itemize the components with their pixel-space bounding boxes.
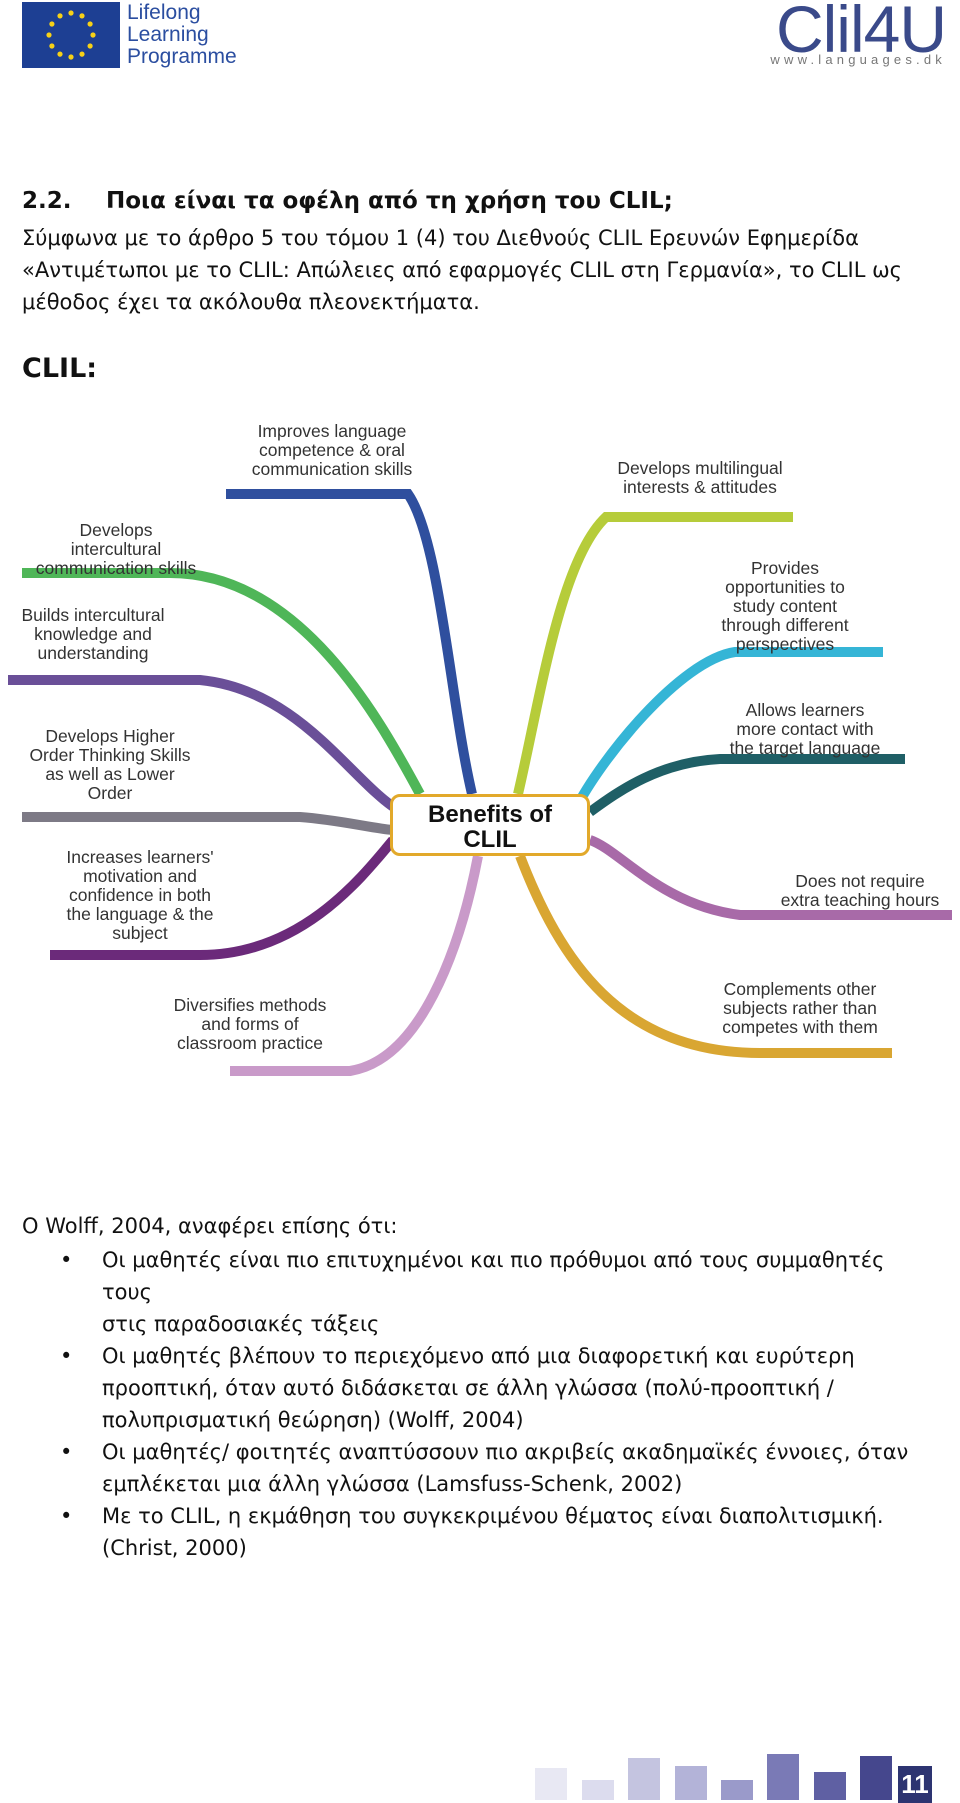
- footer-decor-square: [675, 1766, 707, 1800]
- mindmap-branch-label: Develops Higher Order Thinking Skills as…: [29, 726, 191, 803]
- star-icon: [57, 51, 63, 57]
- mindmap-branch-label: Builds intercultural knowledge and under…: [21, 605, 165, 663]
- star-icon: [79, 13, 85, 19]
- mindmap-branch-label: Provides opportunities to study content …: [721, 558, 849, 654]
- bullet-icon: •: [60, 1440, 73, 1464]
- footer-decor-square: [814, 1772, 846, 1800]
- bullet-icon: •: [60, 1344, 73, 1368]
- wolff-list: • Οι μαθητές είναι πιο επιτυχημένοι και …: [60, 1244, 940, 1564]
- footer-decor-square: [767, 1754, 799, 1800]
- list-item: • Οι μαθητές/ φοιτητές αναπτύσσουν πιο α…: [60, 1436, 940, 1500]
- mindmap-branch-line: [587, 754, 905, 817]
- mindmap-center: Benefits of CLIL: [390, 794, 590, 856]
- clil-label: CLIL:: [22, 353, 98, 384]
- list-item: • Οι μαθητές είναι πιο επιτυχημένοι και …: [60, 1244, 940, 1340]
- footer-decor-square: [860, 1756, 892, 1800]
- mindmap-branch-label: Increases learners' motivation and confi…: [66, 847, 214, 943]
- mindmap-branch-line: [588, 835, 952, 920]
- star-icon: [90, 32, 96, 38]
- mindmap-branch-line: [226, 489, 477, 796]
- llp-logo-text: Lifelong Learning Programme: [127, 1, 237, 68]
- mindmap-branch-label: Improves language competence & oral comm…: [251, 421, 413, 479]
- mindmap-branch-label: Does not require extra teaching hours: [780, 871, 940, 910]
- mindmap-branch-line: [50, 836, 397, 960]
- mindmap-branch-label: Complements other subjects rather than c…: [722, 979, 878, 1037]
- star-icon: [49, 43, 55, 49]
- wolff-intro: Ο Wolff, 2004, αναφέρει επίσης ότι:: [22, 1214, 398, 1238]
- mindmap-branch-line: [513, 512, 793, 796]
- mindmap-branch-line: [515, 854, 892, 1058]
- mindmap-branch-label: Develops multilingual interests & attitu…: [617, 458, 783, 497]
- star-icon: [87, 21, 93, 27]
- footer-decor-square: [721, 1780, 753, 1800]
- eu-flag-logo: [22, 2, 120, 68]
- mindmap-branch-line: [570, 647, 883, 813]
- benefits-mindmap: [8, 489, 952, 1076]
- star-icon: [46, 32, 52, 38]
- star-icon: [68, 10, 74, 16]
- section-heading: 2.2. Ποια είναι τα οφέλη από τη χρήση του…: [22, 188, 673, 214]
- footer-decor-square: [582, 1780, 614, 1800]
- footer-decor-square: [628, 1758, 660, 1800]
- star-icon: [49, 21, 55, 27]
- footer-decor-square: [535, 1768, 567, 1800]
- star-icon: [57, 13, 63, 19]
- list-item: • Οι μαθητές βλέπουν το περιεχόμενο από …: [60, 1340, 940, 1436]
- section-title: Ποια είναι τα οφέλη από τη χρήση του CLI…: [106, 188, 673, 214]
- bullet-icon: •: [60, 1504, 73, 1528]
- star-icon: [79, 51, 85, 57]
- mindmap-branch-line: [230, 855, 483, 1076]
- list-item: • Με το CLIL, η εκμάθηση του συγκεκριμέν…: [60, 1500, 940, 1564]
- clil4u-logo: Clil4U: [775, 0, 947, 66]
- section-number: 2.2.: [22, 188, 72, 214]
- mindmap-branch-line: [8, 675, 401, 815]
- logo-url: www.languages.dk: [770, 52, 946, 67]
- star-icon: [68, 54, 74, 60]
- star-icon: [87, 43, 93, 49]
- bullet-icon: •: [60, 1248, 73, 1272]
- mindmap-branch-line: [22, 812, 394, 835]
- mindmap-branch-label: Allows learners more contact with the ta…: [729, 700, 881, 758]
- mindmap-branch-line: [22, 568, 425, 797]
- mindmap-branch-label: Develops intercultural communication ski…: [35, 520, 197, 578]
- intro-paragraph: Σύμφωνα με το άρθρο 5 του τόμου 1 (4) το…: [22, 226, 903, 314]
- mindmap-branch-label: Diversifies methods and forms of classro…: [173, 995, 327, 1053]
- page-number: 11: [898, 1766, 932, 1803]
